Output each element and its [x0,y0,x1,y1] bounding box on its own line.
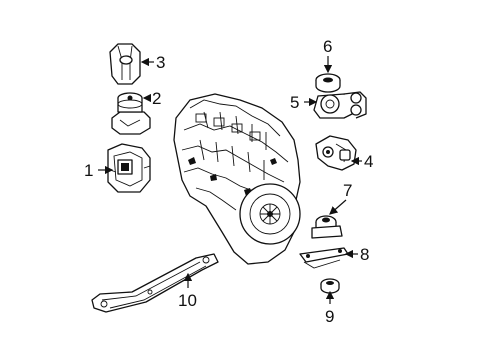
callout-label-9: 9 [325,307,334,326]
callout-label-1: 1 [84,161,93,180]
part-5-engine-mount [313,91,367,119]
callout-label-6: 6 [323,37,332,56]
callout-label-4: 4 [364,152,373,171]
part-4-bracket [315,135,357,171]
callout-label-8: 8 [360,245,369,264]
part-6-bushing [315,73,341,93]
callout-label-10: 10 [178,291,197,310]
engine-block [173,93,301,265]
part-8-bracket [299,247,349,269]
part-10-support-bracket [91,253,219,313]
part-1-engine-mount [107,143,151,193]
part-9-bushing [320,278,340,294]
callout-label-3: 3 [156,53,165,72]
part-3-mount-bracket [109,43,141,85]
callout-label-5: 5 [290,93,299,112]
part-7-mount [311,215,343,239]
part-2-engine-mount [111,92,151,135]
leader-7 [329,199,347,215]
callout-label-2: 2 [152,89,161,108]
leader-arrows [98,56,362,304]
callout-label-7: 7 [343,181,352,200]
